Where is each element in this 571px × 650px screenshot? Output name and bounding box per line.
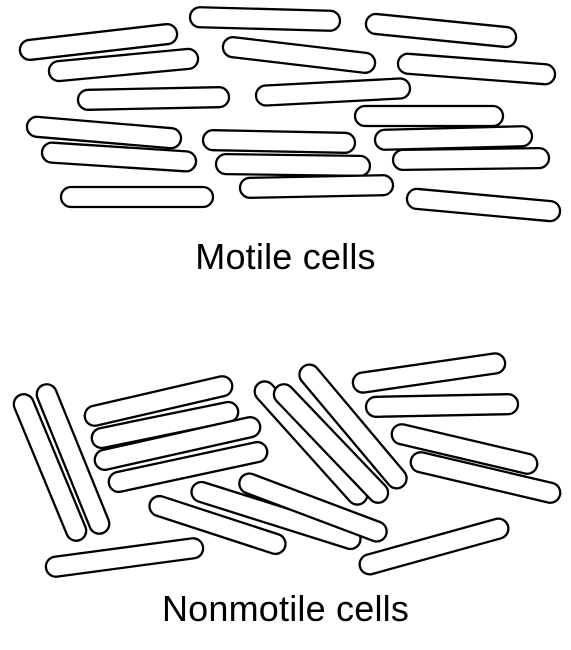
- motile-cell-16: [61, 187, 213, 207]
- motile-cell-17: [240, 175, 393, 198]
- nonmotile-cell-17: [45, 537, 205, 578]
- motile-cell-3: [365, 13, 517, 48]
- nonmotile-cells-group: [11, 352, 563, 578]
- motile-cell-12: [375, 126, 533, 150]
- motile-cell-7: [78, 87, 229, 110]
- motile-cell-14: [216, 154, 370, 176]
- motile-cell-15: [393, 148, 549, 170]
- motile-cells-caption: Motile cells: [0, 236, 571, 278]
- motile-cell-18: [406, 188, 561, 222]
- motile-cell-6: [397, 53, 556, 85]
- motile-cells-group: [19, 7, 561, 222]
- nonmotile-cell-10: [352, 352, 507, 394]
- motile-cell-8: [255, 78, 410, 106]
- motile-cell-11: [203, 130, 355, 153]
- nonmotile-cell-11: [366, 394, 518, 417]
- motile-cell-2: [190, 7, 341, 31]
- motile-cell-5: [222, 36, 376, 74]
- motile-cell-10: [355, 106, 503, 126]
- nonmotile-cells-caption: Nonmotile cells: [0, 588, 571, 630]
